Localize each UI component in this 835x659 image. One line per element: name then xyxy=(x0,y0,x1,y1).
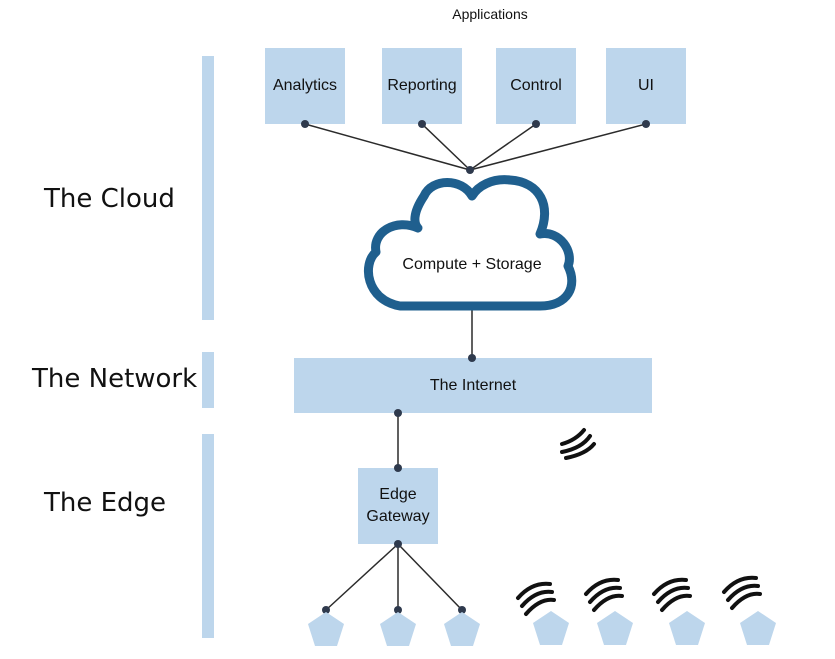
edge-gateway-box: Edge Gateway xyxy=(358,468,438,544)
link-reporting xyxy=(421,123,471,171)
cloud-label: Compute + Storage xyxy=(402,256,542,273)
link-control xyxy=(469,123,537,171)
node-control xyxy=(532,120,540,128)
internet-box: The Internet xyxy=(294,358,652,413)
cloud-tier-bar xyxy=(202,56,214,320)
wireless-signal-icon xyxy=(560,428,596,460)
device-icon xyxy=(444,612,480,646)
app-box-ui: UI xyxy=(606,48,686,124)
node-internet-top xyxy=(468,354,476,362)
link-device-3 xyxy=(397,543,463,611)
node-hub xyxy=(466,166,474,174)
node-gateway-bottom xyxy=(394,540,402,548)
network-tier-bar xyxy=(202,352,214,408)
wireless-signal-icon xyxy=(584,577,624,612)
node-gateway-top xyxy=(394,464,402,472)
app-box-analytics: Analytics xyxy=(265,48,345,124)
wireless-signal-icon xyxy=(722,575,762,610)
device-icon xyxy=(669,611,705,645)
applications-title: Applications xyxy=(452,6,528,22)
link-device-1 xyxy=(325,543,399,611)
node-device-3 xyxy=(458,606,466,614)
node-internet-bottom xyxy=(394,409,402,417)
node-analytics xyxy=(301,120,309,128)
device-icon xyxy=(308,612,344,646)
network-tier-label: The Network xyxy=(32,364,198,394)
app-box-control: Control xyxy=(496,48,576,124)
wireless-signal-icon xyxy=(516,581,556,616)
device-icon xyxy=(380,612,416,646)
cloud-icon xyxy=(364,175,577,311)
node-reporting xyxy=(418,120,426,128)
cloud-tier-label: The Cloud xyxy=(44,184,175,214)
link-ui xyxy=(469,123,647,171)
edge-tier-label: The Edge xyxy=(44,488,167,518)
node-device-2 xyxy=(394,606,402,614)
node-ui xyxy=(642,120,650,128)
edge-tier-bar xyxy=(202,434,214,638)
wireless-signal-icon xyxy=(652,577,692,612)
device-icon xyxy=(533,611,569,645)
app-box-reporting: Reporting xyxy=(382,48,462,124)
device-icon xyxy=(740,611,776,645)
link-analytics xyxy=(304,123,471,171)
device-icon xyxy=(597,611,633,645)
node-device-1 xyxy=(322,606,330,614)
